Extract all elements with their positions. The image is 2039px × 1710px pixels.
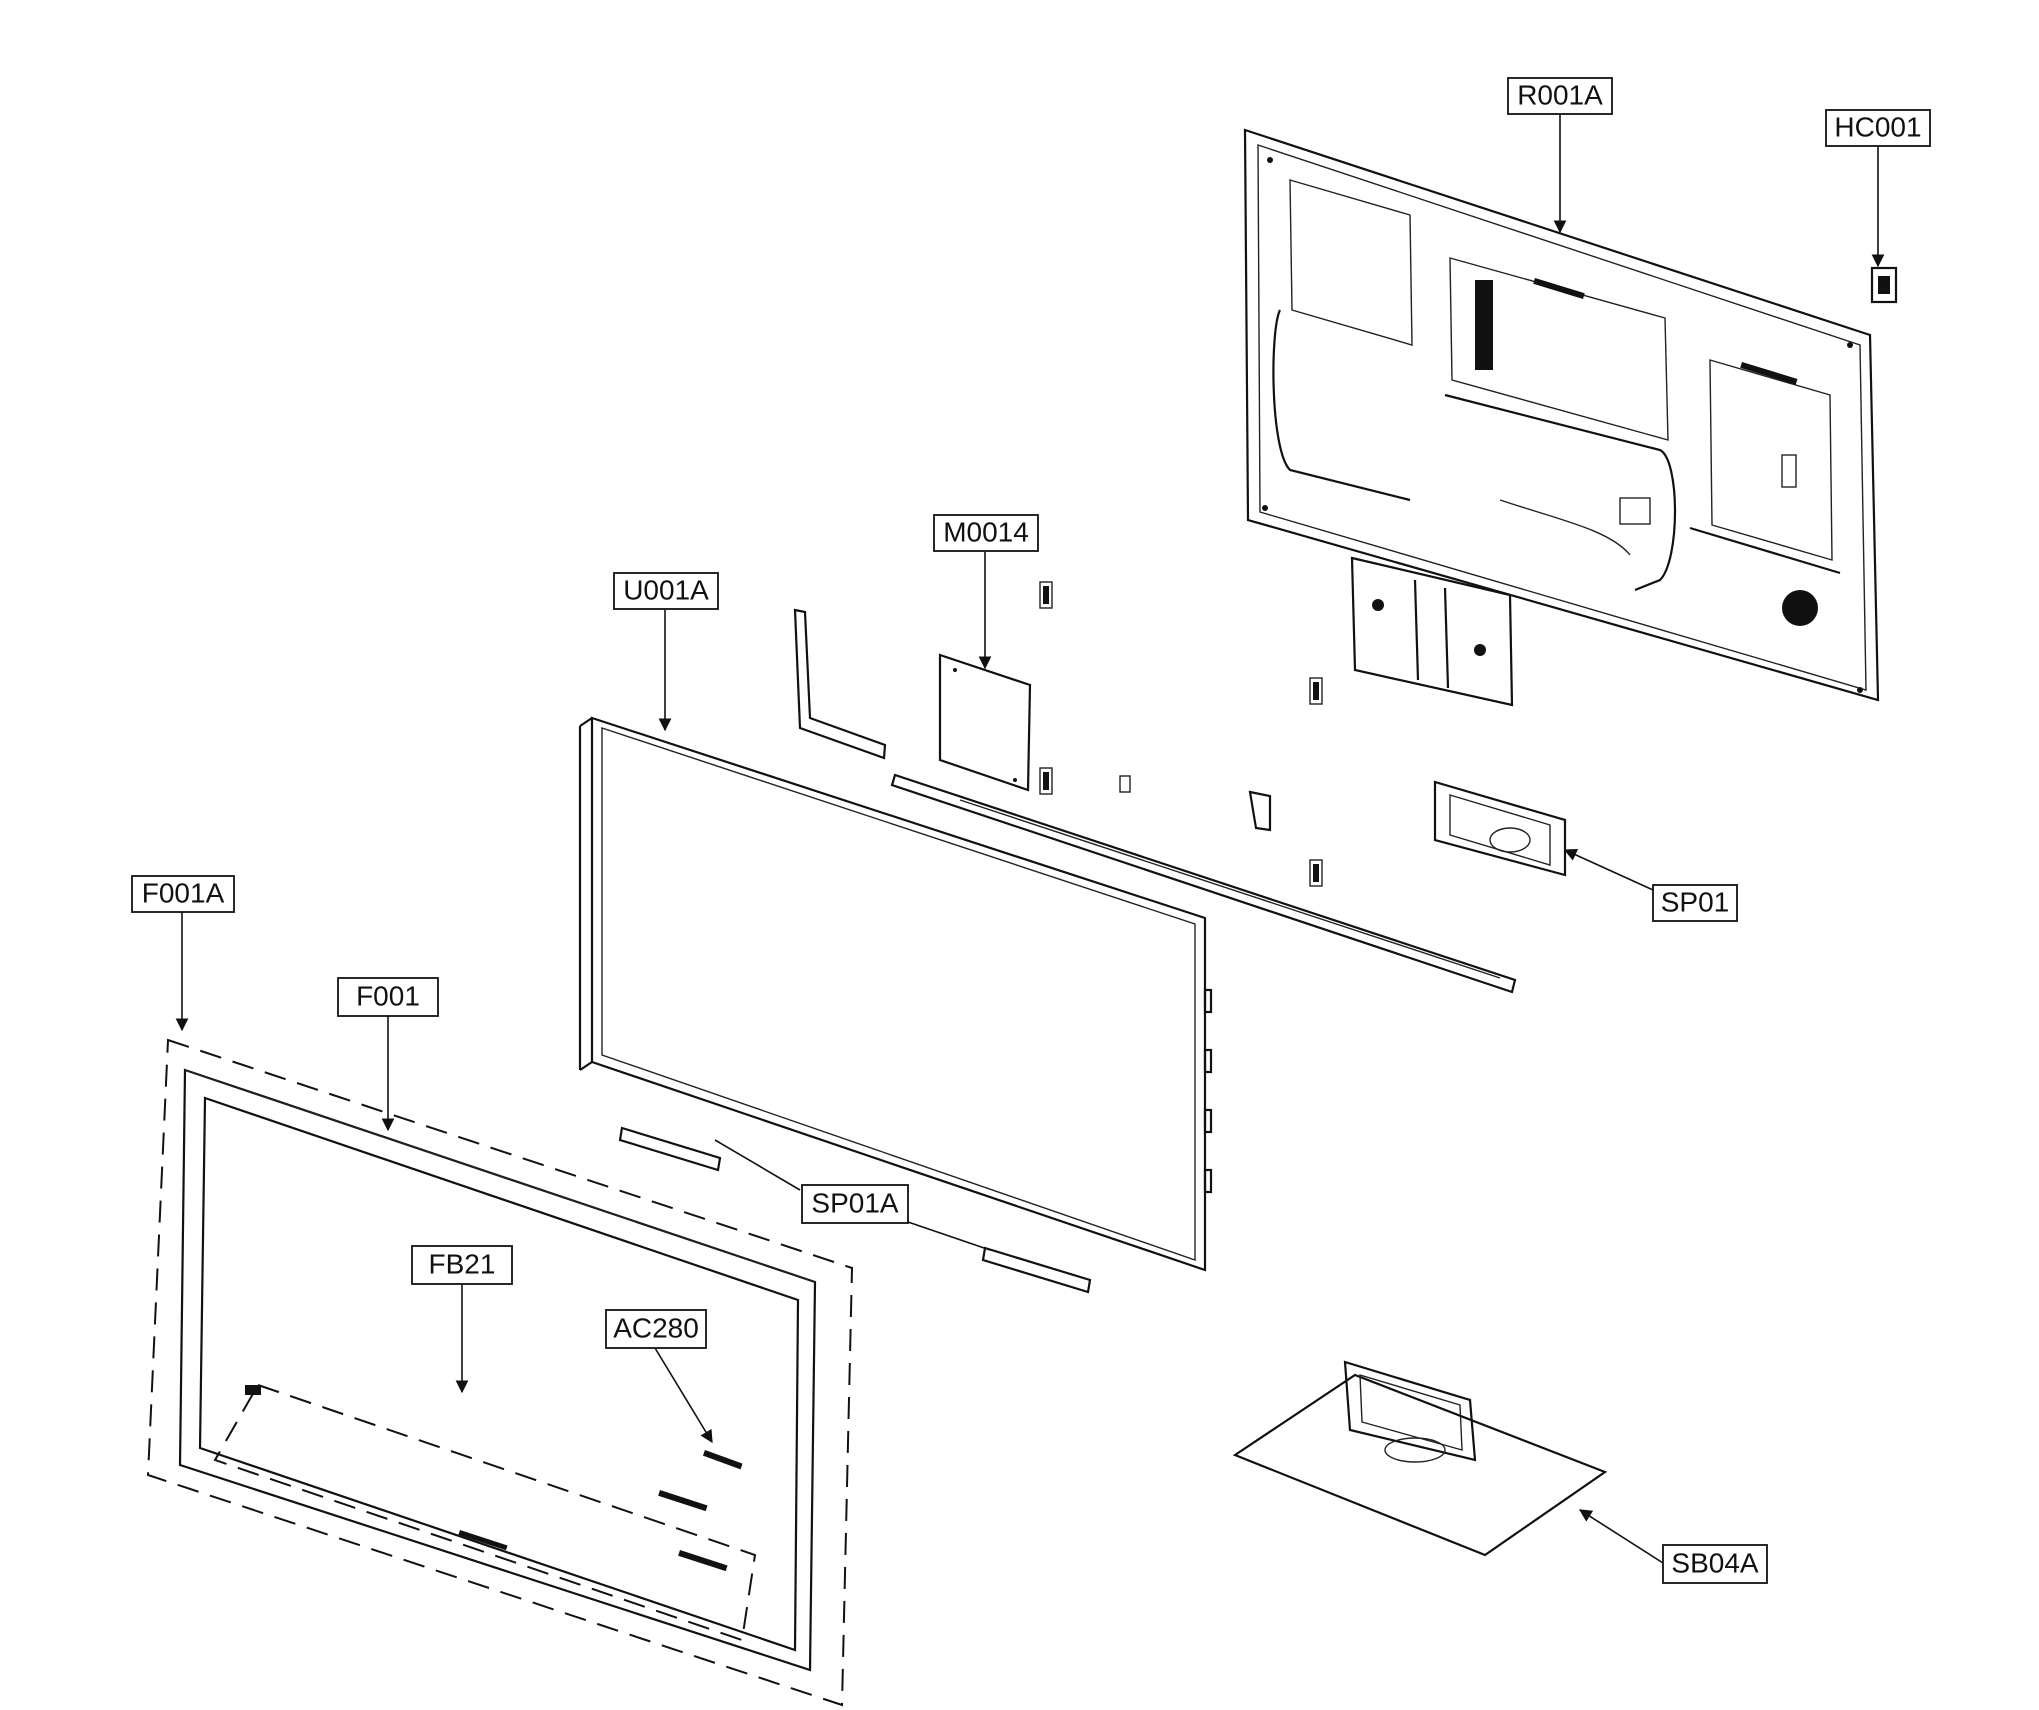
callout-f001-text: F001 bbox=[356, 980, 420, 1011]
l-bracket-part bbox=[793, 608, 887, 760]
main-board-part bbox=[938, 653, 1032, 792]
callout-sp01-text: SP01 bbox=[1661, 886, 1730, 917]
stand-mount-bracket-part bbox=[1350, 556, 1514, 707]
callout-f001a-text: F001A bbox=[142, 877, 225, 908]
speaker-part bbox=[1433, 780, 1567, 877]
callout-hc001: HC001 bbox=[1825, 109, 1931, 147]
callout-hc001-text: HC001 bbox=[1834, 111, 1921, 142]
callout-sb04a-text: SB04A bbox=[1671, 1547, 1758, 1578]
callout-sp01a-text: SP01A bbox=[811, 1187, 898, 1218]
callout-u001a-text: U001A bbox=[623, 574, 709, 605]
callout-u001a: U001A bbox=[613, 572, 719, 610]
callout-m0014-text: M0014 bbox=[943, 516, 1029, 547]
callout-fb21-text: FB21 bbox=[429, 1248, 496, 1279]
leader-lines bbox=[175, 112, 1885, 1564]
hc001-part bbox=[1870, 266, 1898, 304]
speaker-bar-part bbox=[618, 1126, 1092, 1294]
callout-sp01a: SP01A bbox=[801, 1184, 909, 1224]
callout-r001a-text: R001A bbox=[1517, 79, 1603, 110]
lcd-panel-part bbox=[578, 716, 1213, 1272]
callout-ac280-text: AC280 bbox=[613, 1312, 699, 1343]
callout-f001: F001 bbox=[337, 977, 439, 1017]
callout-r001a: R001A bbox=[1507, 77, 1613, 115]
front-bezel-part bbox=[146, 1038, 854, 1707]
callout-sb04a: SB04A bbox=[1662, 1544, 1768, 1584]
callout-m0014: M0014 bbox=[933, 514, 1039, 552]
callout-ac280: AC280 bbox=[605, 1309, 707, 1349]
rear-cover-part bbox=[1243, 128, 1880, 702]
small-clips bbox=[1039, 581, 1323, 887]
callout-f001a: F001A bbox=[131, 875, 235, 913]
callout-fb21: FB21 bbox=[411, 1245, 513, 1285]
frame-rail-part bbox=[890, 773, 1517, 994]
callout-sp01: SP01 bbox=[1652, 884, 1738, 922]
stand-base-part bbox=[1232, 1360, 1608, 1557]
